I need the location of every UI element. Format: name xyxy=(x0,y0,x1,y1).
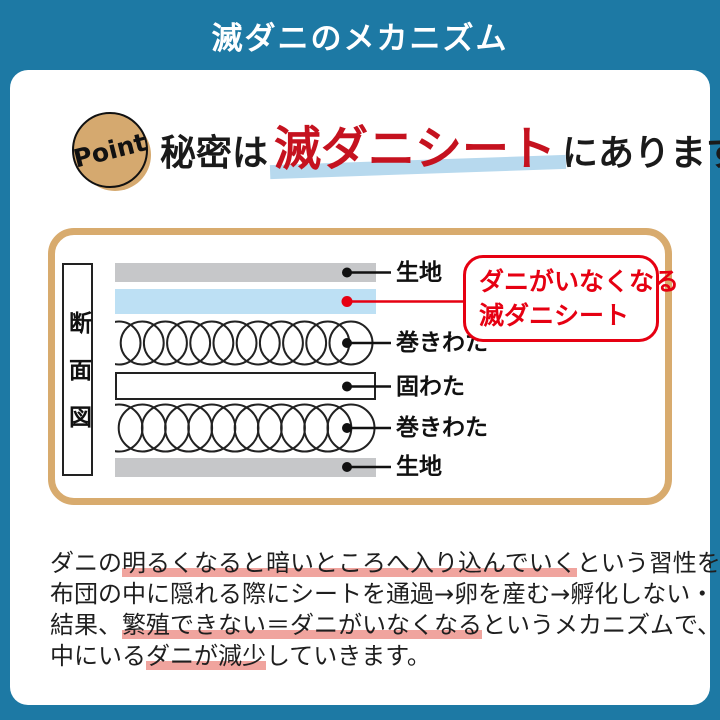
pink-underline-2: 繁殖できない＝ダニがいなくなる xyxy=(122,611,482,639)
section-label-box: 断面図 xyxy=(62,263,93,476)
description-line-4: 中にいるダニが減少していきます。 xyxy=(50,642,431,670)
layer-fabric-bottom xyxy=(115,458,376,477)
label-wadding-bottom: 巻きわた xyxy=(396,415,488,441)
wadding-circles-top xyxy=(115,320,374,366)
header-bar: 滅ダニのメカニズム xyxy=(0,0,720,70)
headline-emphasis-wrap: 滅ダニシート xyxy=(269,110,567,180)
label-firm-cotton: 固わた xyxy=(396,374,465,400)
content-panel: Point 秘密は 滅ダニシート にあります！ 断面図 xyxy=(10,70,720,705)
headline-pre: 秘密は xyxy=(160,133,269,174)
layer-mite-sheet xyxy=(115,289,376,314)
headline-post: にあります！ xyxy=(562,133,720,174)
description-line-2: 布団の中に隠れる際にシートを通過→卵を産む→孵化しない・・・ xyxy=(50,580,720,608)
callout-line1: ダニがいなくなる xyxy=(479,267,680,296)
layer-fabric-top xyxy=(115,263,376,282)
pink-underline-1: 明るくなると暗いところへ入り込んでいく xyxy=(122,549,577,577)
callout-line2: 滅ダニシート xyxy=(479,301,630,330)
description-text: ダニの明るくなると暗いところへ入り込んでいくという習性を利用し、 布団の中に隠れ… xyxy=(50,548,720,672)
page-title: 滅ダニのメカニズム xyxy=(211,20,509,57)
wadding-circles-bottom xyxy=(115,403,376,453)
headline: 秘密は 滅ダニシート にあります！ xyxy=(160,110,720,180)
description-line-1: ダニの明るくなると暗いところへ入り込んでいくという習性を利用し、 xyxy=(50,549,720,577)
label-fabric-top: 生地 xyxy=(396,260,442,286)
pink-underline-3: ダニが減少 xyxy=(146,642,266,670)
cross-section-diagram: 断面図 xyxy=(48,228,680,505)
mite-sheet-callout: ダニがいなくなる 滅ダニシート xyxy=(463,255,680,342)
point-badge-circle: Point xyxy=(70,112,150,188)
headline-emphasis: 滅ダニシート xyxy=(274,122,557,177)
point-badge: Point xyxy=(70,112,154,194)
layer-firm-cotton xyxy=(115,372,376,400)
label-fabric-bottom: 生地 xyxy=(396,454,442,480)
point-badge-label: Point xyxy=(70,127,150,173)
description-line-3: 結果、繁殖できない＝ダニがいなくなるというメカニズムで、布団の xyxy=(50,611,720,639)
section-label: 断面図 xyxy=(64,311,91,452)
